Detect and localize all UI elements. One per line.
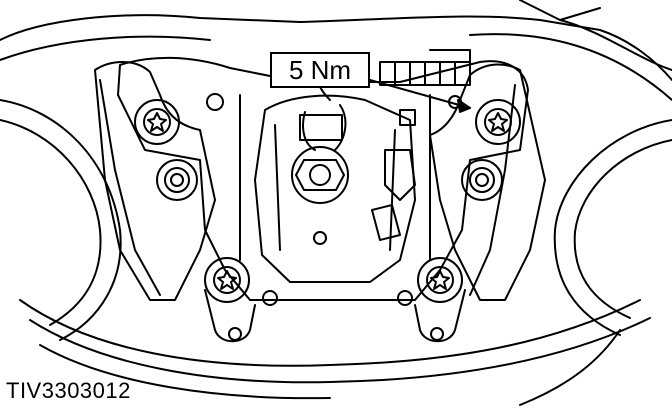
wiring-harness bbox=[299, 49, 471, 241]
bolt-right bbox=[461, 159, 503, 201]
module-body bbox=[254, 94, 416, 283]
bolt-left bbox=[156, 159, 198, 201]
left-spoke-housing bbox=[94, 61, 216, 301]
bolt-upper-right bbox=[475, 99, 521, 145]
bolt-lower-right bbox=[417, 257, 463, 303]
figure-id: TIV3303012 bbox=[6, 378, 131, 403]
center-nut bbox=[291, 146, 349, 204]
torque-callout: 5 Nm bbox=[270, 52, 370, 88]
callout-arrow bbox=[369, 79, 471, 113]
bolt-upper-left bbox=[134, 99, 180, 145]
bolt-lower-left bbox=[204, 257, 250, 303]
